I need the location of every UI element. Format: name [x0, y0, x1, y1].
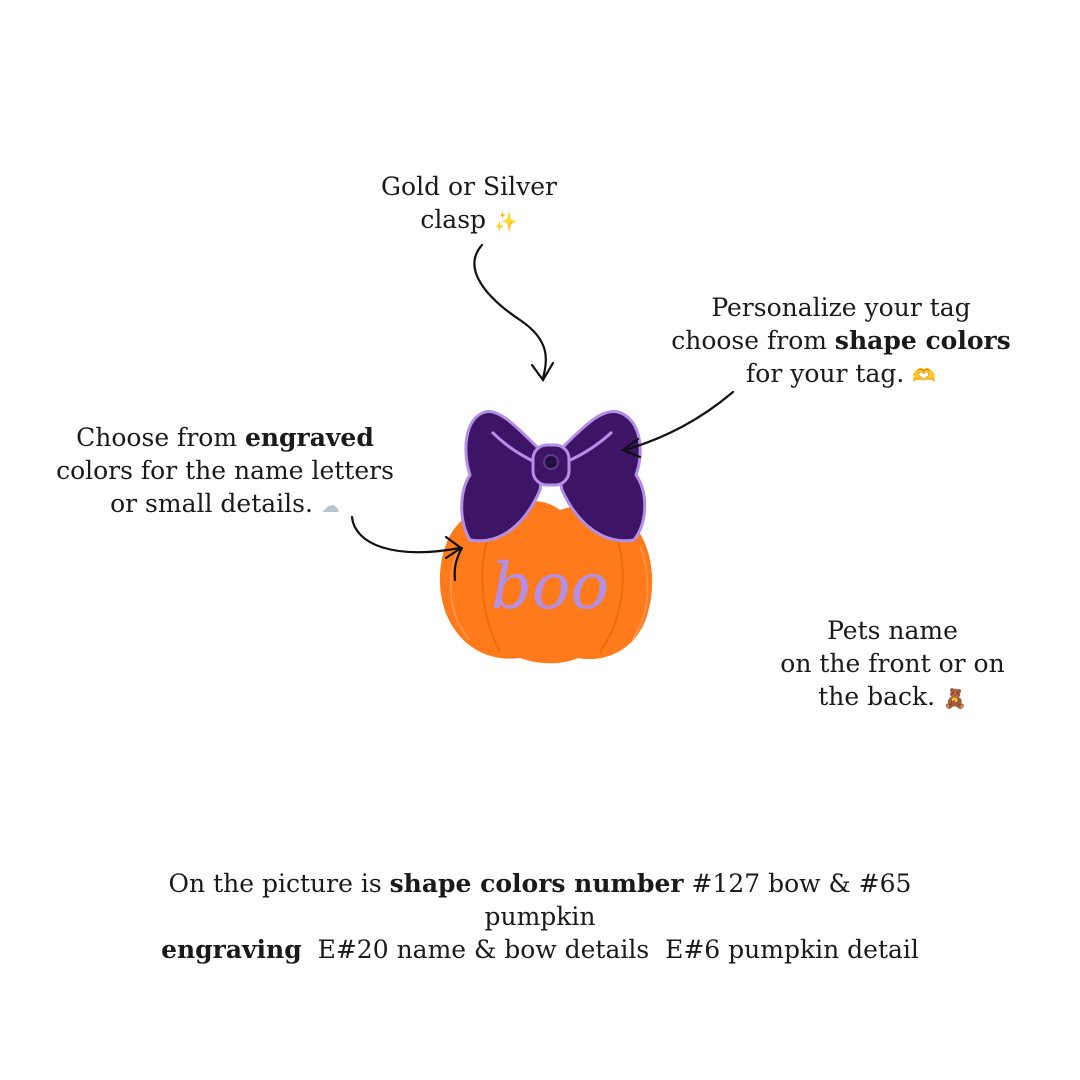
- clasp-arrow: [473, 243, 548, 380]
- bottom-note-line2: pumpkin: [484, 902, 596, 931]
- clasp-hole: [543, 454, 559, 470]
- engraved-colors-note: Choose from engraved colors for the name…: [40, 421, 410, 523]
- bow-icon: [460, 410, 647, 543]
- pets-note-line1: Pets name: [827, 616, 958, 645]
- engraved-name-text: boo: [491, 550, 609, 624]
- engraved-arrow: [350, 515, 462, 554]
- pets-note-line2: on the front or on: [780, 649, 1005, 678]
- bow-right-loop: [553, 410, 647, 543]
- sparkles-icon: ✨: [494, 211, 518, 233]
- shape-note-line1: Personalize your tag: [711, 293, 971, 322]
- color-details-note: On the picture is shape colors number #1…: [150, 867, 930, 966]
- heart-hands-icon: 🫶: [912, 365, 936, 387]
- engraved-note-line3: or small details.: [110, 489, 313, 518]
- pumpkin-tag: boo: [439, 501, 653, 664]
- cloud-icon: ☁: [320, 495, 340, 517]
- bottom-note-line1-post: #127 bow & #65: [683, 869, 912, 898]
- pets-note-line3: the back.: [818, 682, 936, 711]
- clasp-arrowhead: [530, 361, 555, 382]
- clasp-note-line2: clasp: [420, 205, 487, 234]
- engraved-note-line2: colors for the name letters: [56, 456, 394, 485]
- bow-left-loop: [460, 410, 547, 543]
- shape-note-line2: choose from: [671, 326, 835, 355]
- clasp-note: Gold or Silver clasp ✨: [330, 170, 608, 239]
- shape-note-line3: for your tag.: [746, 359, 905, 388]
- shape-arrowhead: [620, 437, 642, 459]
- bottom-note-line3-bold: engraving: [161, 935, 302, 964]
- engraved-arrow-tail: [453, 546, 464, 582]
- shape-colors-note: Personalize your tag choose from shape c…: [660, 291, 1022, 393]
- bottom-note-line1-bold: shape colors number: [389, 869, 684, 898]
- bow-detail: [490, 430, 536, 464]
- pumpkin-shape: [439, 501, 653, 664]
- engraved-note-line1: Choose from: [76, 423, 245, 452]
- bottom-note-line1-pre: On the picture is: [168, 869, 390, 898]
- engraved-note-bold: engraved: [244, 423, 374, 452]
- pets-name-note: Pets name on the front or on the back. 🧸: [760, 614, 1025, 716]
- clasp-note-line1: Gold or Silver: [381, 172, 557, 201]
- shape-arrow: [623, 390, 735, 452]
- teddy-bear-icon: 🧸: [943, 688, 967, 710]
- bottom-note-line3-post: E#20 name & bow details E#6 pumpkin deta…: [301, 935, 919, 964]
- pumpkin-ridge: [449, 544, 471, 641]
- pumpkin-ridge: [631, 544, 649, 641]
- shape-note-bold: shape colors: [834, 326, 1011, 355]
